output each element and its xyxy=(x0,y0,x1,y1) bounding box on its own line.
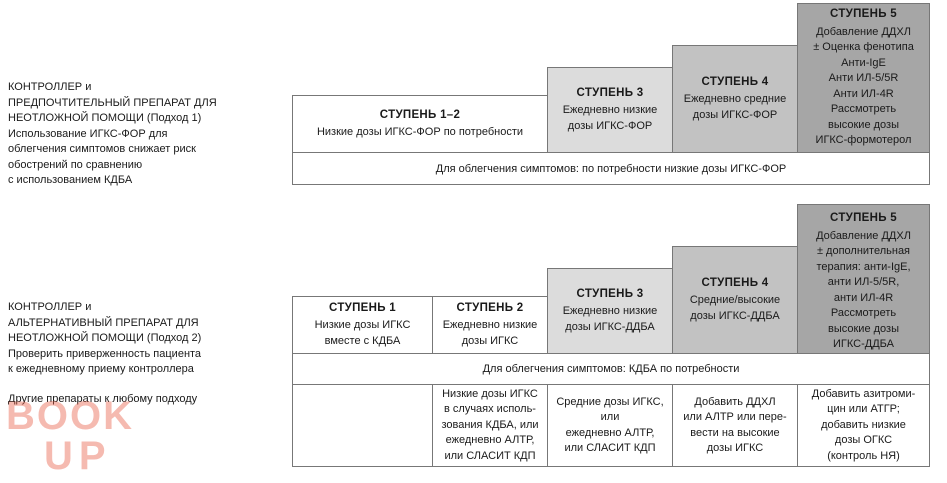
approach2-description: КОНТРОЛЛЕР и АЛЬТЕРНАТИВНЫЙ ПРЕПАРАТ ДЛЯ… xyxy=(8,301,202,375)
step-title: СТУПЕНЬ 4 xyxy=(701,276,769,289)
approach2-step-4: СТУПЕНЬ 4 Средние/высокие дозы ИГКС-ДДБА xyxy=(672,246,798,354)
step-body: Ежедневно низкие дозы ИГКС-ФОР xyxy=(562,104,658,132)
approach1-step-4: СТУПЕНЬ 4 Ежедневно средние дозы ИГКС-ФО… xyxy=(672,45,798,153)
step-title: СТУПЕНЬ 3 xyxy=(576,86,644,99)
step-title: СТУПЕНЬ 1 xyxy=(329,301,396,314)
step-title: СТУПЕНЬ 2 xyxy=(456,301,524,314)
approach1-step-1-2: СТУПЕНЬ 1–2 Низкие дозы ИГКС-ФОР по потр… xyxy=(292,95,548,153)
step-body: Ежедневно низкие дозы ИГКС-ДДБА xyxy=(562,305,658,333)
step-title: СТУПЕНЬ 5 xyxy=(830,212,897,224)
other-controllers-step-4: Добавить ДДХЛ или АЛТР или пере- вести н… xyxy=(672,384,798,467)
approach1-step-5: СТУПЕНЬ 5 Добавление ДДХЛ ± Оценка фенот… xyxy=(797,3,930,153)
other-controllers-step-5: Добавить азитроми- цин или АТГР; добавит… xyxy=(797,384,930,467)
step-body: Низкие дозы ИГКС-ФОР по потребности xyxy=(316,126,524,138)
step-body: Ежедневно средние дозы ИГКС-ФОР xyxy=(683,93,787,121)
other-controllers-step-1 xyxy=(292,384,433,467)
step-body: Средние/высокие дозы ИГКС-ДДБА xyxy=(689,294,781,322)
other-controllers-step-3: Средние дозы ИГКС, или ежедневно АЛТР, и… xyxy=(547,384,673,467)
step-body: Ежедневно низкие дозы ИГКС xyxy=(442,319,538,347)
step-body: Добавление ДДХЛ ± Оценка фенотипа Анти-I… xyxy=(813,25,914,147)
step-title: СТУПЕНЬ 4 xyxy=(701,75,769,88)
step-body: Низкие дозы ИГКС вместе с КДБА xyxy=(314,319,411,347)
other-controllers-step-2: Низкие дозы ИГКС в случаях исполь- зован… xyxy=(432,384,548,467)
approach1-reliever: Для облегчения симптомов: по потребности… xyxy=(292,152,930,185)
step-body: Добавление ДДХЛ ± дополнительная терапия… xyxy=(816,229,911,351)
approach2-step-2: СТУПЕНЬ 2 Ежедневно низкие дозы ИГКС xyxy=(432,296,548,354)
approach1-description: КОНТРОЛЛЕР и ПРЕДПОЧТИТЕЛЬНЫЙ ПРЕПАРАТ Д… xyxy=(8,81,217,186)
approach2-step-5: СТУПЕНЬ 5 Добавление ДДХЛ ± дополнительн… xyxy=(797,204,930,354)
approach1-step-3: СТУПЕНЬ 3 Ежедневно низкие дозы ИГКС-ФОР xyxy=(547,67,673,153)
step-title: СТУПЕНЬ 5 xyxy=(830,8,897,21)
approach2-step-1: СТУПЕНЬ 1 Низкие дозы ИГКС вместе с КДБА xyxy=(292,296,433,354)
other-controllers-label: Другие препараты к любому подходу xyxy=(8,393,198,405)
svg-text:UP: UP xyxy=(44,434,112,473)
step-title: СТУПЕНЬ 3 xyxy=(576,287,644,300)
step-title: СТУПЕНЬ 1–2 xyxy=(379,108,461,121)
approach2-step-3: СТУПЕНЬ 3 Ежедневно низкие дозы ИГКС-ДДБ… xyxy=(547,268,673,354)
approach2-reliever: Для облегчения симптомов: КДБА по потреб… xyxy=(292,353,930,385)
